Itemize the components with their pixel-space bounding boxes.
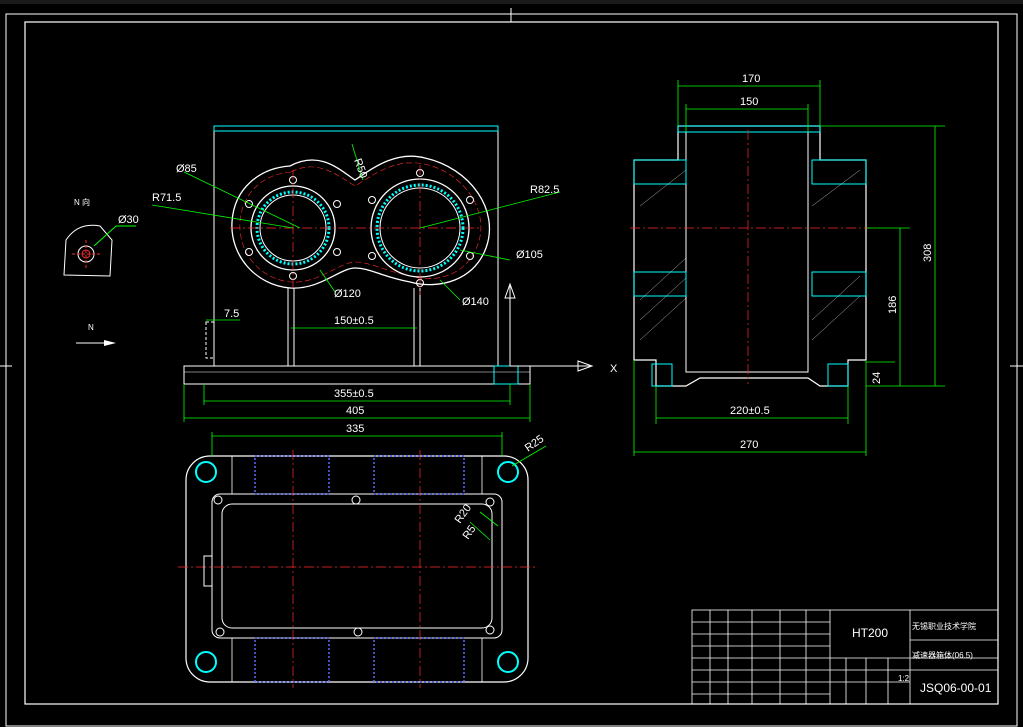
- window-top-strip: [0, 0, 1023, 4]
- title-drawing-number: JSQ06-00-01: [920, 681, 992, 695]
- dim-308: 308: [922, 244, 934, 262]
- drawing-frame: [24, 21, 999, 705]
- dim-d85: Ø85: [176, 163, 197, 175]
- dim-170: 170: [742, 73, 760, 85]
- detail-n-view: [63, 224, 136, 346]
- dim-220: 220±0.5: [730, 405, 770, 417]
- title-block: [691, 609, 999, 705]
- dim-405: 405: [346, 405, 364, 417]
- dim-24: 24: [871, 372, 883, 384]
- dim-r50: R50: [351, 157, 369, 180]
- dim-7-5: 7.5: [224, 308, 239, 320]
- dim-355: 355±0.5: [334, 388, 374, 400]
- dim-d120: Ø120: [334, 288, 361, 300]
- dim-150: 150±0.5: [334, 315, 374, 327]
- top-view: [178, 432, 547, 688]
- dim-r25: R25: [523, 433, 546, 454]
- side-view: [630, 80, 945, 456]
- dim-r82: R82.5: [530, 184, 559, 196]
- dim-r5: R5: [461, 523, 479, 541]
- detail-n-label: N 向: [74, 197, 90, 207]
- dim-d105: Ø105: [516, 249, 543, 261]
- dim-186: 186: [887, 296, 899, 314]
- dim-d30: Ø30: [118, 214, 139, 226]
- dim-270: 270: [740, 439, 758, 451]
- title-material: HT200: [852, 626, 888, 640]
- dim-d140: Ø140: [462, 296, 489, 308]
- title-scale: 1:2: [898, 674, 910, 683]
- dim-335: 335: [346, 423, 364, 435]
- title-part-name: 减速器箱体(06.5): [912, 650, 973, 660]
- view-arrow-n: N: [88, 323, 94, 332]
- axis-label-x: X: [610, 363, 618, 375]
- sheet-border: [5, 13, 1018, 727]
- title-school: 无锡职业技术学院: [912, 621, 976, 631]
- dim-150-side: 150: [740, 96, 758, 108]
- front-view: [151, 125, 594, 422]
- dim-r71: R71.5: [152, 192, 181, 204]
